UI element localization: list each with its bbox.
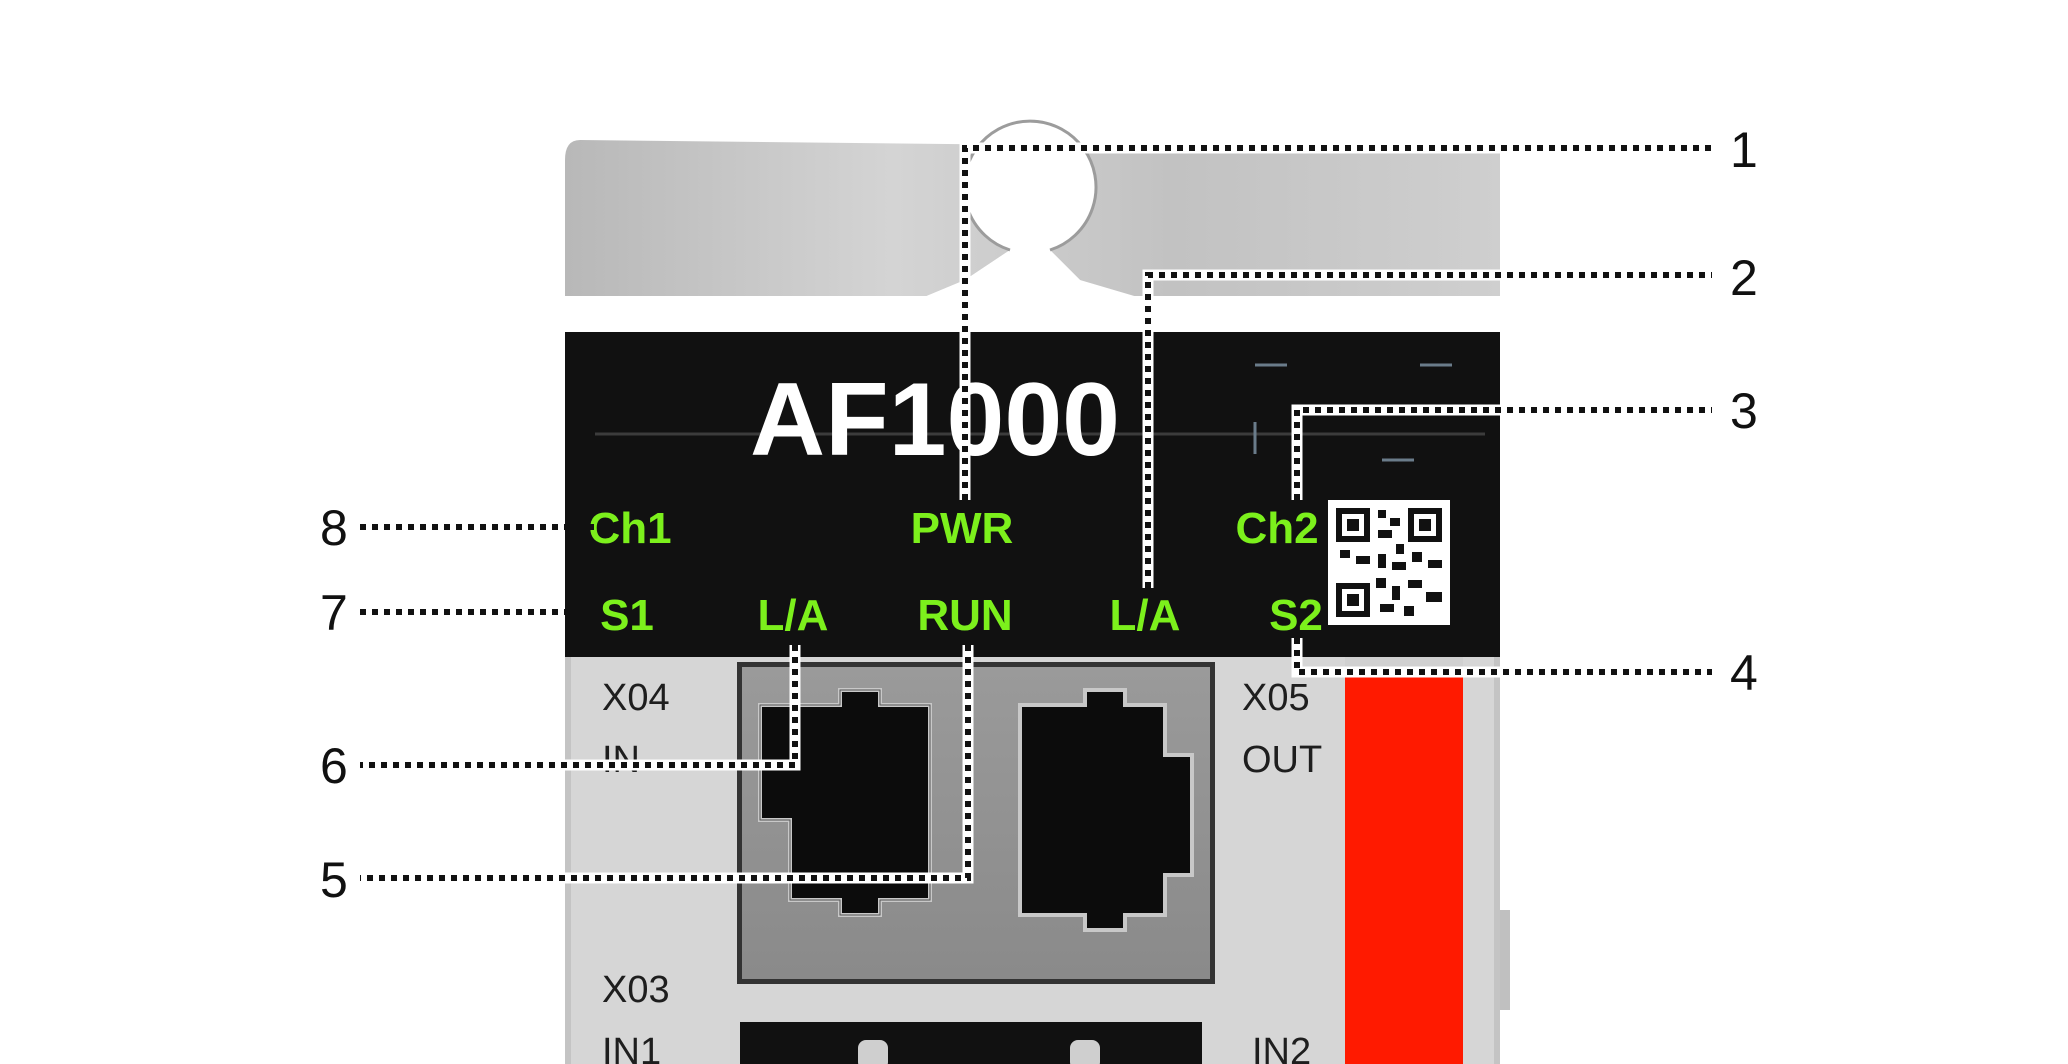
led-label-la-left: L/A <box>758 591 829 640</box>
led-label-ch1: Ch1 <box>588 504 671 553</box>
terminal-block <box>740 1022 1202 1064</box>
leader-line-2 <box>1145 272 1712 588</box>
leader-line-5 <box>360 645 971 881</box>
leader-line-6 <box>360 645 798 768</box>
ethernet-jack-x05 <box>1018 688 1194 932</box>
port-label-in2: IN2 <box>1252 1031 1311 1064</box>
leader-line-3 <box>1294 407 1712 500</box>
callout-number-4: 4 <box>1730 645 1758 701</box>
ethernet-port-block <box>737 662 1215 984</box>
ethernet-jack-x04 <box>758 688 932 917</box>
port-label-x03-sub: IN1 <box>602 1031 661 1064</box>
led-label-s2: S2 <box>1269 591 1323 640</box>
terminal-release-in2 <box>1070 1040 1100 1064</box>
led-label-ch2: Ch2 <box>1235 504 1318 553</box>
port-label-x03: X03 <box>602 969 670 1011</box>
callout-number-6: 6 <box>320 738 348 794</box>
callout-number-2: 2 <box>1730 250 1758 306</box>
leader-line-1 <box>962 145 1712 500</box>
led-label-la-right: L/A <box>1110 591 1181 640</box>
port-label-x05: X05 <box>1242 677 1310 719</box>
port-label-x04: X04 <box>602 677 670 719</box>
callout-number-7: 7 <box>320 585 348 641</box>
port-label-x05-sub: OUT <box>1242 739 1322 781</box>
led-label-run: RUN <box>917 591 1012 640</box>
terminal-release-in1 <box>858 1040 888 1064</box>
callout-number-1: 1 <box>1730 122 1758 178</box>
led-label-s1: S1 <box>600 591 654 640</box>
side-latch <box>1500 910 1510 1010</box>
red-status-strip <box>1345 667 1463 1064</box>
model-name: AF1000 <box>750 362 1120 478</box>
callout-number-8: 8 <box>320 500 348 556</box>
callout-leaders <box>360 142 1712 884</box>
led-label-pwr: PWR <box>911 504 1014 553</box>
qr-code <box>1328 500 1450 625</box>
callout-number-3: 3 <box>1730 383 1758 439</box>
callout-number-5: 5 <box>320 852 348 908</box>
